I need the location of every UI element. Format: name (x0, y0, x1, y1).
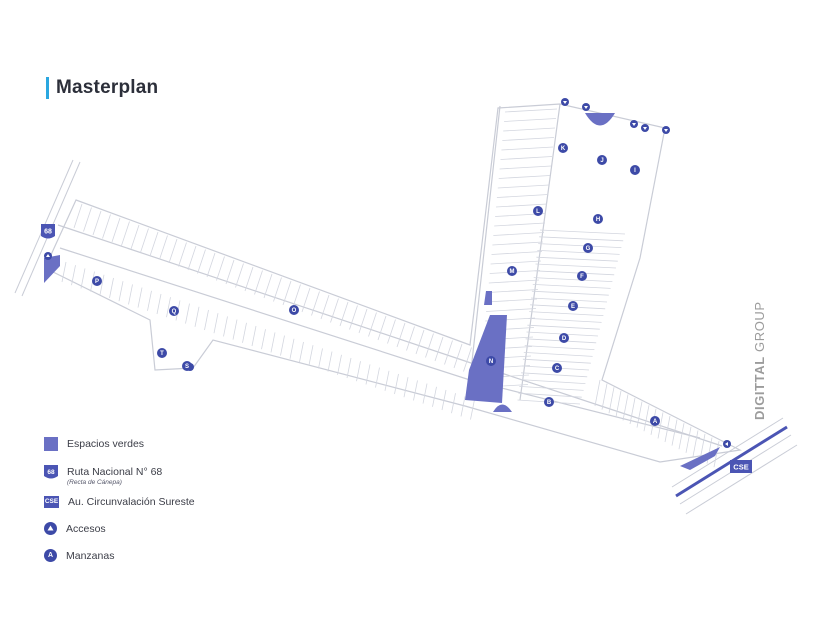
manzana-letter: A (653, 419, 658, 425)
manzana-marker: L (533, 206, 543, 216)
manzana-marker: N (486, 356, 496, 366)
access-marker (641, 124, 649, 132)
route-badge-cse-text: CSE (733, 463, 748, 472)
green-spaces (44, 113, 720, 470)
access-marker (44, 252, 52, 260)
green-space-roundabout (493, 404, 512, 412)
access-marker (630, 120, 638, 128)
brand-watermark: DIGITTAL GROUP (752, 301, 767, 420)
green-space-east (680, 447, 720, 470)
legend-sublabel: (Recta de Cánepa) (67, 479, 122, 486)
legend-item-green: Espacios verdes (44, 437, 144, 451)
manzana-letter: L (536, 209, 540, 215)
manzana-letter: K (561, 146, 566, 152)
triangle-circle-icon (44, 522, 57, 535)
manzana-letter: H (596, 217, 600, 223)
manzana-marker: J (597, 155, 607, 165)
site-outline (44, 103, 742, 463)
green-space-swatch (44, 437, 58, 451)
manzana-letter: C (555, 366, 560, 372)
access-marker (662, 126, 670, 134)
route-badge-cse: CSE (730, 460, 752, 473)
manzana-marker: I (630, 165, 640, 175)
manzana-marker: O (289, 305, 299, 315)
legend-label: Au. Circunvalación Sureste (68, 496, 195, 508)
manzana-letter: G (586, 246, 591, 252)
manzana-letter: M (510, 269, 515, 275)
route-badge-68: 68 (41, 224, 55, 239)
manzana-letter: T (160, 351, 164, 357)
legend-label: Ruta Nacional N° 68 (67, 466, 163, 478)
manzana-marker: M (507, 266, 517, 276)
manzana-letter: D (562, 336, 567, 342)
manzana-letter: Q (172, 309, 177, 315)
manzana-letter: B (547, 400, 552, 406)
legend-item-cse: CSE Au. Circunvalación Sureste (44, 495, 195, 509)
lot-grid (61, 108, 720, 468)
manzana-letter: N (489, 359, 493, 365)
legend-item-accesos: Accesos (44, 522, 106, 536)
legend-label: Accesos (66, 523, 106, 535)
legend-item-ruta: 68 Ruta Nacional N° 68 (Recta de Cánepa) (44, 465, 162, 487)
title-block: Masterplan (46, 76, 158, 100)
cse-badge-icon: CSE (44, 496, 59, 508)
manzana-letter: P (95, 279, 99, 285)
manzana-letter: F (580, 274, 584, 280)
green-space-top (585, 113, 615, 126)
manzana-marker: S (182, 361, 192, 371)
letter-circle-icon: A (44, 549, 57, 562)
manzana-marker: P (92, 276, 102, 286)
manzana-letter: I (634, 168, 636, 174)
manzana-marker: Q (169, 306, 179, 316)
manzana-marker: D (559, 333, 569, 343)
access-marker (723, 440, 731, 448)
manzana-marker: B (544, 397, 554, 407)
title-accent-bar (46, 77, 49, 99)
green-space-west (44, 255, 60, 283)
brand-regular: GROUP (752, 301, 767, 357)
manzana-markers: K J I H L G F M E D N C B A P Q O T S (92, 143, 660, 426)
manzana-marker: F (577, 271, 587, 281)
shield-68-text: 68 (47, 469, 55, 476)
manzana-marker: E (568, 301, 578, 311)
legend-label: Espacios verdes (67, 438, 145, 450)
legend-item-manzanas: A Manzanas (44, 549, 114, 563)
manzana-marker: C (552, 363, 562, 373)
route-badge-68-text: 68 (44, 229, 52, 236)
brand-bold: DIGITTAL (752, 356, 767, 420)
access-marker (582, 103, 590, 111)
green-space-north (484, 291, 492, 305)
manzana-marker: T (157, 348, 167, 358)
page-title: Masterplan (56, 77, 159, 98)
manzana-letter: O (292, 308, 297, 314)
manzana-marker: G (583, 243, 593, 253)
shield-68-icon: 68 (44, 465, 58, 479)
manzana-marker: H (593, 214, 603, 224)
green-space-n (465, 315, 507, 403)
manzana-letter: E (571, 304, 575, 310)
manzana-letter: J (600, 158, 603, 164)
manzana-letter: S (185, 364, 189, 370)
manzana-marker: K (558, 143, 568, 153)
access-marker (561, 98, 569, 106)
legend-label: Manzanas (66, 550, 115, 562)
manzana-marker: A (650, 416, 660, 426)
